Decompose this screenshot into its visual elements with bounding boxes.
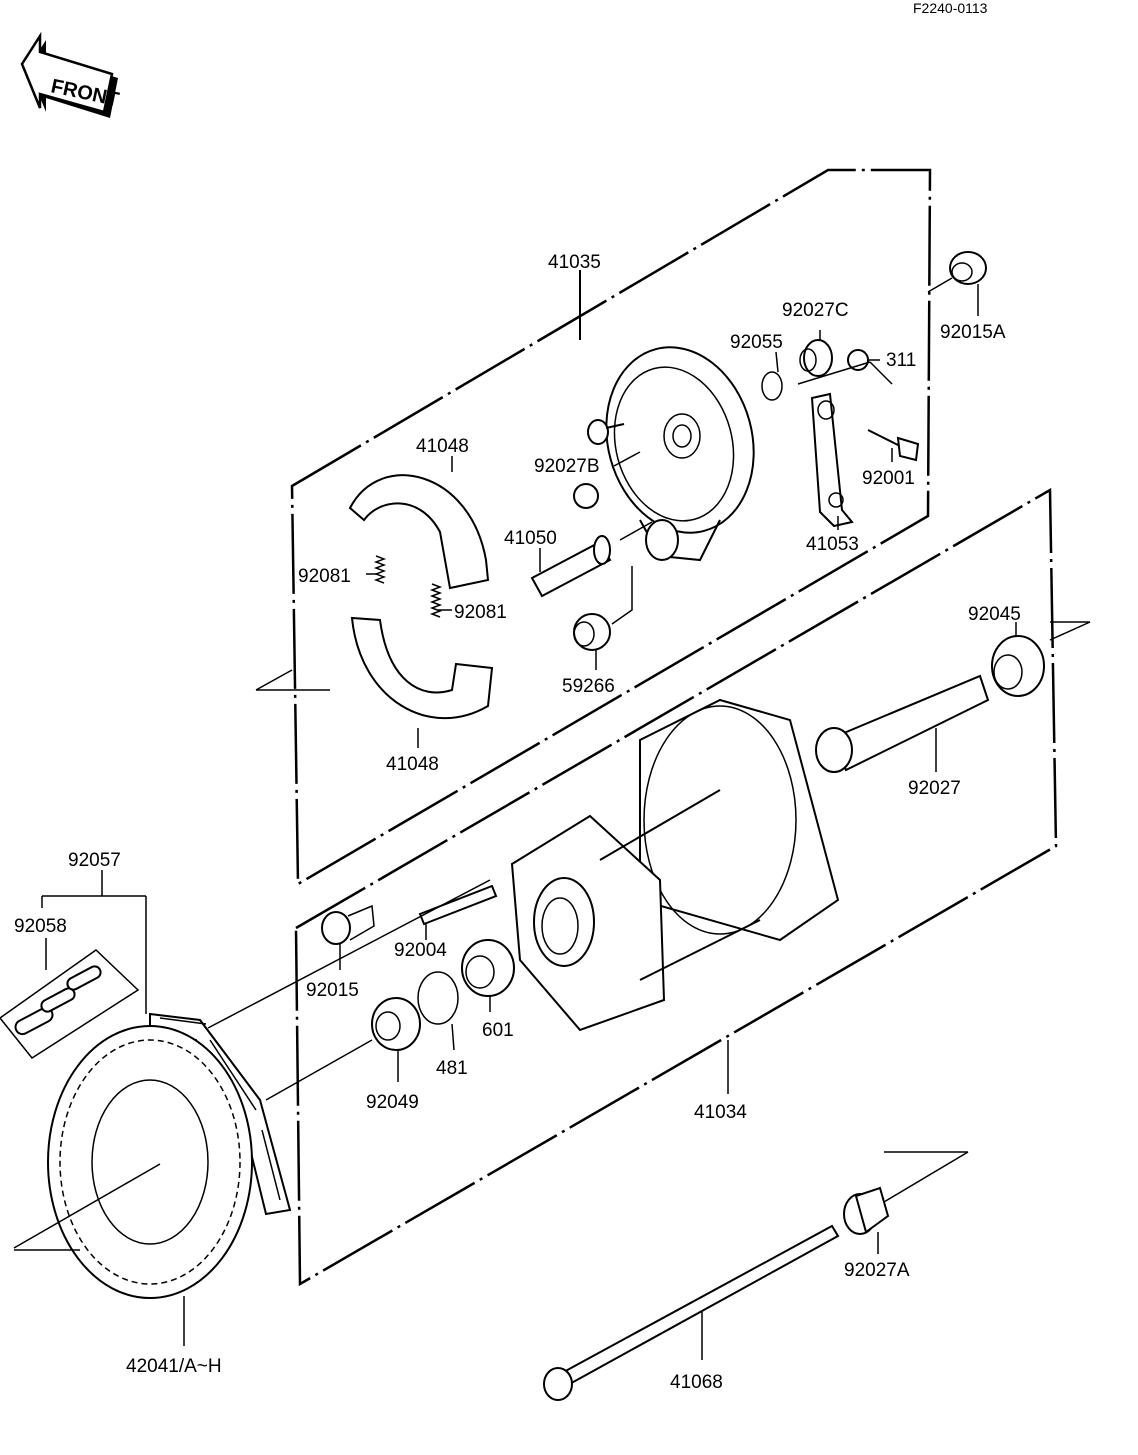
label-92015A: 92015A — [940, 322, 1006, 343]
label-92001: 92001 — [862, 468, 915, 489]
label-41048-bottom: 41048 — [386, 754, 439, 775]
part-41035-brake-panel — [579, 270, 755, 562]
part-41034-hub — [510, 698, 840, 1032]
part-601-bearing — [461, 939, 515, 997]
label-92027C: 92027C — [782, 300, 849, 321]
label-41050: 41050 — [504, 528, 557, 549]
part-41048-upper-shoe — [348, 474, 490, 590]
label-92081-left: 92081 — [298, 566, 351, 587]
part-92001-bolt — [867, 429, 920, 462]
part-41053-cam-lever — [810, 392, 854, 528]
label-92057: 92057 — [68, 850, 121, 871]
label-92081-right: 92081 — [454, 602, 507, 623]
part-92015A-nut — [927, 251, 987, 316]
part-92015-nut — [321, 904, 375, 945]
part-92081-springs — [373, 555, 443, 618]
part-labels: 41035 92015A 92027C 92055 311 41048 9202… — [14, 252, 1021, 1393]
part-92049-seal — [371, 997, 421, 1051]
label-92058: 92058 — [14, 916, 67, 937]
part-92027B-bushing — [573, 483, 599, 509]
part-481-circlip — [417, 971, 459, 1025]
label-92045: 92045 — [968, 604, 1021, 625]
front-arrow-icon: FRONT — [20, 31, 121, 118]
leader-lines — [41, 330, 1017, 1254]
part-92058-master-link — [0, 949, 140, 1059]
label-601: 601 — [482, 1020, 514, 1041]
part-41048-lower-shoe — [350, 616, 494, 720]
part-311-nut — [847, 349, 869, 371]
label-92004: 92004 — [394, 940, 447, 961]
label-92055: 92055 — [730, 332, 783, 353]
part-59266-seal — [573, 566, 633, 651]
part-41050-camshaft — [530, 521, 653, 598]
label-41048-top: 41048 — [416, 436, 469, 457]
label-59266: 59266 — [562, 676, 615, 697]
part-92027A-collar — [843, 1151, 969, 1235]
part-92027C-seal — [799, 339, 833, 377]
part-92004-stud — [418, 884, 498, 926]
label-42041: 42041/A~H — [126, 1356, 222, 1377]
diagram-code: F2240-0113 — [913, 0, 988, 16]
label-92027: 92027 — [908, 778, 961, 799]
label-481: 481 — [436, 1058, 468, 1079]
part-92055-o-ring — [761, 371, 783, 401]
label-92049: 92049 — [366, 1092, 419, 1113]
brake-assembly-frame — [255, 168, 932, 887]
label-41035: 41035 — [548, 252, 601, 273]
hub-assembly-frame — [294, 487, 1091, 1287]
leader-311-c — [869, 361, 893, 385]
label-92027B: 92027B — [534, 456, 600, 477]
label-311: 311 — [886, 350, 916, 371]
label-41034: 41034 — [694, 1102, 747, 1123]
part-42041-sprocket — [13, 1025, 253, 1346]
label-41053: 41053 — [806, 534, 859, 555]
part-92027-collar — [815, 674, 990, 773]
label-41068: 41068 — [670, 1372, 723, 1393]
leader-311-b — [797, 361, 871, 385]
part-92045-bearing — [991, 635, 1045, 697]
label-92027A: 92027A — [844, 1260, 910, 1281]
part-41068-axle — [543, 1224, 840, 1401]
label-92015: 92015 — [306, 980, 359, 1001]
